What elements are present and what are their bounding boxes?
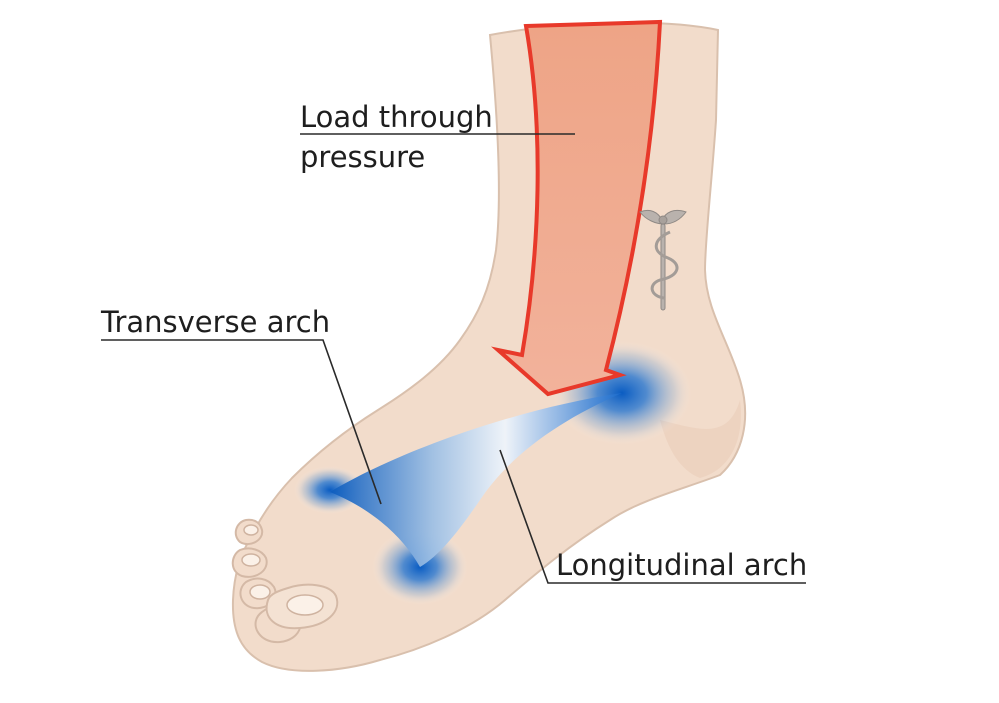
little-toe-pressure-point — [294, 466, 366, 514]
load-label-line2: pressure — [300, 140, 426, 174]
arch-shape — [330, 393, 622, 567]
load-label-line1: Load through — [300, 100, 493, 134]
load-through-pressure-label: Load through pressure — [300, 97, 493, 177]
transverse-arch-label: Transverse arch — [101, 305, 331, 339]
longitudinal-leader-line — [499, 449, 806, 584]
toes — [231, 518, 339, 644]
caduceus-icon — [639, 209, 687, 311]
load-arrow — [490, 19, 663, 397]
longitudinal-arch-label: Longitudinal arch — [556, 548, 808, 582]
toenails — [241, 524, 324, 616]
leader-lines — [101, 133, 806, 584]
transverse-leader-line — [101, 339, 382, 505]
